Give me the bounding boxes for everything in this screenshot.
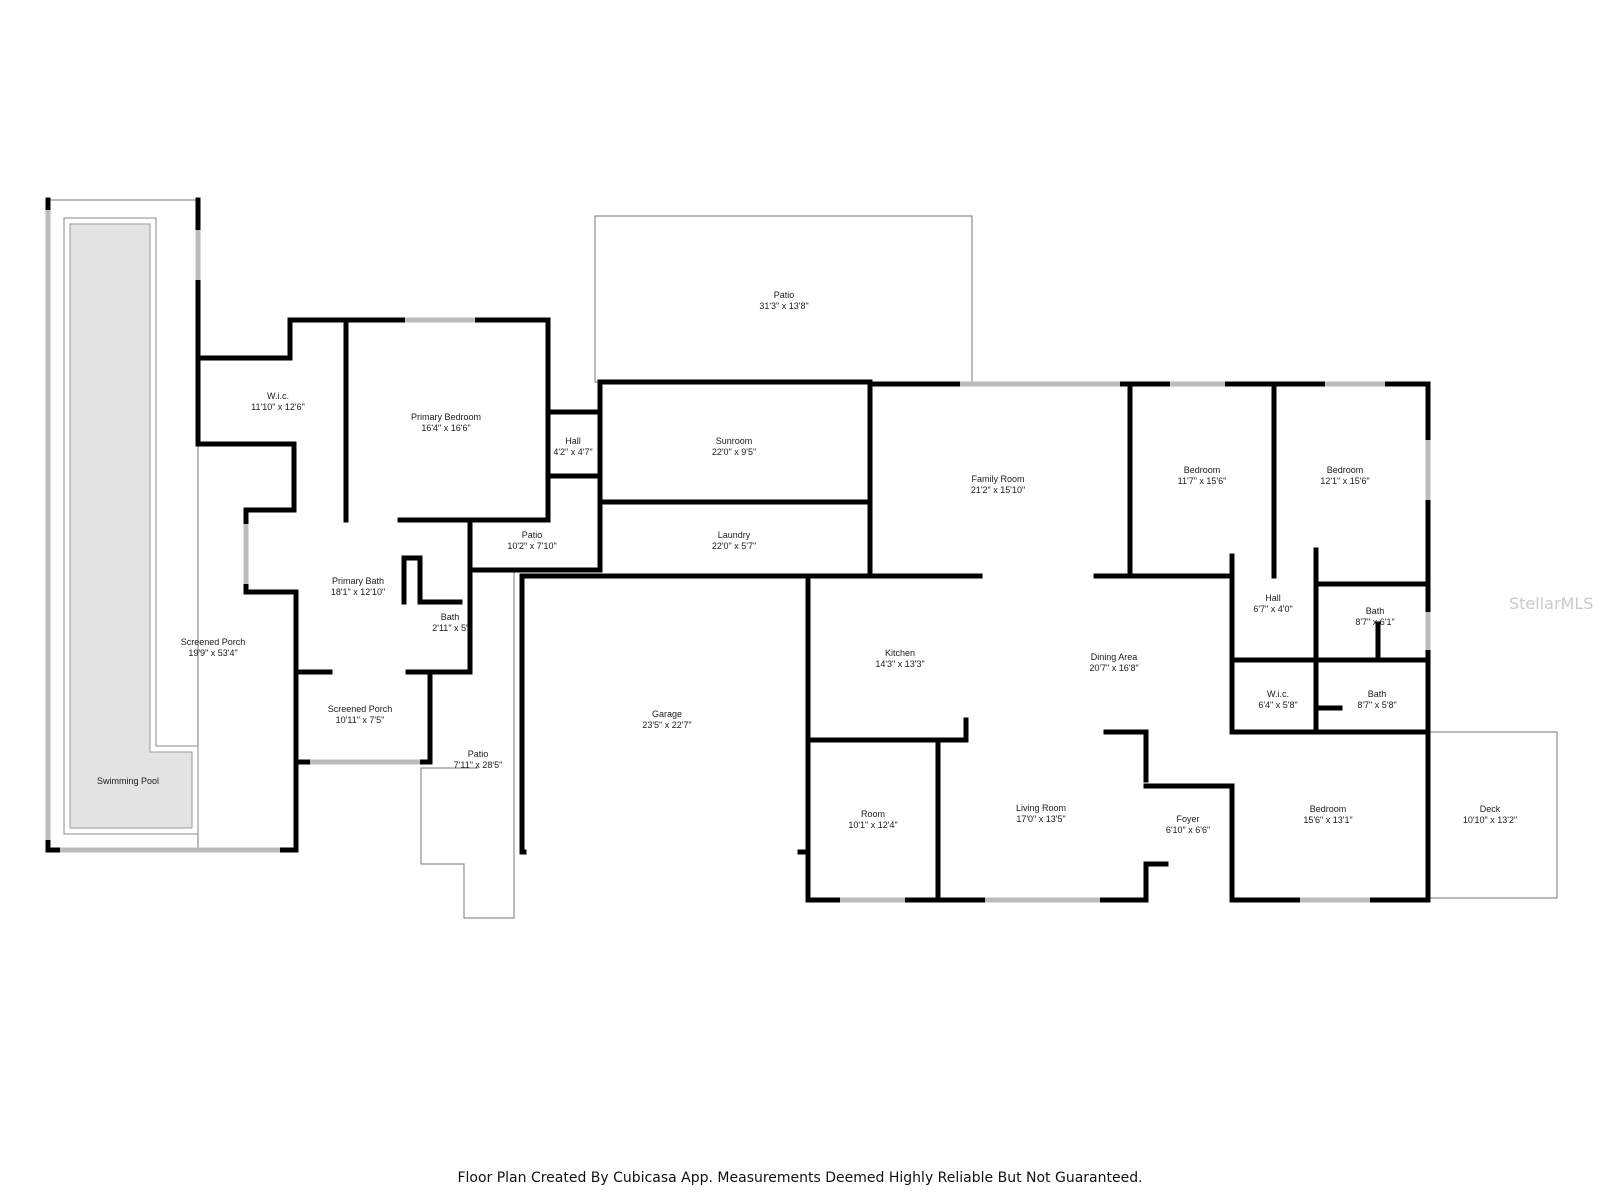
svg-text:20'7" x 16'8": 20'7" x 16'8" [1089,663,1138,673]
room-patio-top: Patio 31'3" x 13'8" [759,290,808,311]
svg-text:12'1" x 15'6": 12'1" x 15'6" [1320,476,1369,486]
svg-text:W.i.c.: W.i.c. [267,391,289,401]
svg-text:Sunroom: Sunroom [716,436,753,446]
svg-text:Primary Bedroom: Primary Bedroom [411,412,481,422]
room-living-room: Living Room 17'0" x 13'5" [1016,803,1066,824]
svg-text:15'6" x 13'1": 15'6" x 13'1" [1303,815,1352,825]
room-patio-mid: Patio 10'2" x 7'10" [507,530,556,551]
svg-text:14'3" x 13'3": 14'3" x 13'3" [875,659,924,669]
svg-text:19'9" x 53'4": 19'9" x 53'4" [188,648,237,658]
svg-text:Dining Area: Dining Area [1091,652,1138,662]
svg-text:Swimming Pool: Swimming Pool [97,776,159,786]
svg-text:6'10" x 6'6": 6'10" x 6'6" [1166,825,1210,835]
svg-text:7'11" x 28'5": 7'11" x 28'5" [454,760,503,770]
svg-text:16'4" x 16'6": 16'4" x 16'6" [421,423,470,433]
room-sunroom: Sunroom 22'0" x 9'5" [712,436,756,457]
swimming-pool-coping [63,217,199,835]
svg-text:22'0" x 9'5": 22'0" x 9'5" [712,447,756,457]
room-screened-porch-1: Screened Porch 19'9" x 53'4" [181,637,246,658]
svg-text:Bath: Bath [1368,689,1387,699]
floor-plan-caption: Floor Plan Created By Cubicasa App. Meas… [457,1170,1143,1186]
room-laundry: Laundry 22'0" x 5'7" [712,530,756,551]
svg-text:Kitchen: Kitchen [885,648,915,658]
svg-text:8'7" x 6'1": 8'7" x 6'1" [1355,617,1394,627]
swimming-pool-shape [69,223,193,829]
svg-text:8'7" x 5'8": 8'7" x 5'8" [1357,700,1396,710]
svg-text:23'5" x 22'7": 23'5" x 22'7" [642,720,691,730]
svg-text:6'7" x 4'0": 6'7" x 4'0" [1253,604,1292,614]
room-patio-long: Patio 7'11" x 28'5" [454,749,503,770]
svg-text:21'2" x 15'10": 21'2" x 15'10" [971,485,1025,495]
svg-text:22'0" x 5'7": 22'0" x 5'7" [712,541,756,551]
svg-text:10'11" x 7'5": 10'11" x 7'5" [336,715,385,725]
svg-text:Screened Porch: Screened Porch [181,637,246,647]
room-swimming-pool: Swimming Pool [97,776,159,786]
deck-outline [1425,731,1558,899]
svg-text:Bedroom: Bedroom [1327,465,1364,475]
room-bedroom-1: Bedroom 11'7" x 15'6" [1178,465,1227,486]
svg-text:Primary Bath: Primary Bath [332,576,384,586]
room-bedroom-2: Bedroom 12'1" x 15'6" [1320,465,1369,486]
svg-text:Patio: Patio [468,749,489,759]
svg-text:6'4" x 5'8": 6'4" x 5'8" [1258,700,1297,710]
windows [45,210,1431,903]
svg-text:W.i.c.: W.i.c. [1267,689,1289,699]
svg-text:Patio: Patio [522,530,543,540]
room-bedroom-3: Bedroom 15'6" x 13'1" [1303,804,1352,825]
svg-text:Bath: Bath [1366,606,1385,616]
svg-text:11'10" x 12'6": 11'10" x 12'6" [251,402,305,412]
svg-text:Garage: Garage [652,709,682,719]
room-kitchen: Kitchen 14'3" x 13'3" [875,648,924,669]
room-bath-3: Bath 8'7" x 5'8" [1357,689,1396,710]
svg-text:31'3" x 13'8": 31'3" x 13'8" [759,301,808,311]
room-bath-2: Bath 8'7" x 6'1" [1355,606,1394,627]
room-primary-bath: Primary Bath 18'1" x 12'10" [331,576,385,597]
room-dining-area: Dining Area 20'7" x 16'8" [1089,652,1138,673]
svg-text:18'1" x 12'10": 18'1" x 12'10" [331,587,385,597]
room-screened-porch-2: Screened Porch 10'11" x 7'5" [328,704,393,725]
watermark: StellarMLS [1509,594,1594,613]
svg-text:Bedroom: Bedroom [1184,465,1221,475]
svg-text:Patio: Patio [774,290,795,300]
svg-text:Foyer: Foyer [1176,814,1199,824]
room-hall-1: Hall 4'2" x 4'7" [553,436,592,457]
svg-text:10'1" x 12'4": 10'1" x 12'4" [848,820,897,830]
patio-long-outline [420,571,515,919]
room-bath-small: Bath 2'11" x 5' [432,612,468,633]
svg-text:11'7" x 15'6": 11'7" x 15'6" [1178,476,1227,486]
svg-text:Hall: Hall [565,436,581,446]
room-wic-2: W.i.c. 6'4" x 5'8" [1258,689,1297,710]
svg-text:10'2" x 7'10": 10'2" x 7'10" [507,541,556,551]
room-wic-1: W.i.c. 11'10" x 12'6" [251,391,305,412]
svg-text:2'11" x 5': 2'11" x 5' [432,623,468,633]
svg-text:Hall: Hall [1265,593,1281,603]
room-deck: Deck 10'10" x 13'2" [1463,804,1517,825]
svg-text:Deck: Deck [1480,804,1501,814]
room-foyer: Foyer 6'10" x 6'6" [1166,814,1210,835]
svg-text:Laundry: Laundry [718,530,751,540]
svg-text:Living Room: Living Room [1016,803,1066,813]
room-primary-bedroom: Primary Bedroom 16'4" x 16'6" [411,412,481,433]
room-garage: Garage 23'5" x 22'7" [642,709,691,730]
svg-text:Bedroom: Bedroom [1310,804,1347,814]
svg-text:Family Room: Family Room [971,474,1024,484]
svg-text:Bath: Bath [441,612,460,622]
svg-text:4'2" x 4'7": 4'2" x 4'7" [553,447,592,457]
svg-text:Screened Porch: Screened Porch [328,704,393,714]
room-hall-2: Hall 6'7" x 4'0" [1253,593,1292,614]
svg-text:10'10" x 13'2": 10'10" x 13'2" [1463,815,1517,825]
room-room: Room 10'1" x 12'4" [848,809,897,830]
svg-text:17'0" x 13'5": 17'0" x 13'5" [1016,814,1065,824]
room-family-room: Family Room 21'2" x 15'10" [971,474,1025,495]
svg-text:Room: Room [861,809,885,819]
